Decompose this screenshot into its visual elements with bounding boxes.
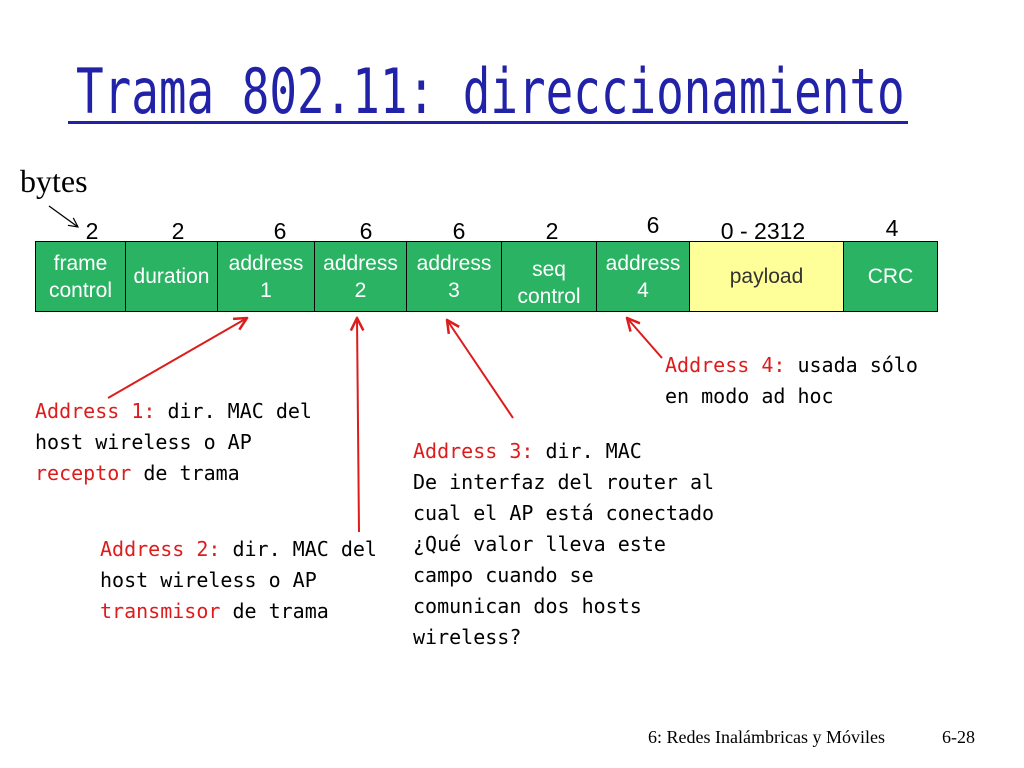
- field-size-address-1: 6: [273, 218, 287, 244]
- field-payload: payload: [689, 241, 844, 312]
- field-seq-control: seq control: [501, 241, 597, 312]
- field-size-address-3: 6: [452, 218, 466, 244]
- field-size-address-4: 6: [646, 212, 660, 238]
- arrow-address-4: [627, 318, 663, 359]
- note-line: campo cuando se: [413, 563, 594, 587]
- field-label-line: control: [517, 284, 581, 308]
- note-line: transmisor de trama: [100, 596, 377, 627]
- note-line: ¿Qué valor lleva este: [413, 532, 666, 556]
- field-size-frame-control: 2: [85, 218, 99, 244]
- field-size-seq-control: 2: [545, 218, 559, 244]
- field-label-line: control: [48, 278, 113, 302]
- note-line: Address 1: dir. MAC del: [35, 396, 312, 427]
- field-size-address-2: 6: [359, 218, 373, 244]
- note-line: en modo ad hoc: [665, 384, 834, 408]
- field-label-line: 3: [448, 278, 460, 302]
- field-label-line: seq: [532, 257, 566, 281]
- field-label-line: address: [323, 251, 398, 275]
- note-label: Address 4:: [665, 353, 786, 377]
- field-label-line: CRC: [867, 265, 914, 288]
- note-line: wireless?: [413, 625, 522, 649]
- arrow-address-2: [357, 318, 359, 533]
- field-label-line: address: [228, 251, 304, 275]
- note-line: receptor de trama: [35, 458, 312, 489]
- field-address-3: address 3: [406, 241, 502, 312]
- footer-chapter: 6: Redes Inalámbricas y Móviles: [648, 727, 885, 747]
- title-underline: [68, 121, 908, 124]
- note-line: Address 3: dir. MAC: [413, 436, 714, 467]
- field-label-line: frame: [53, 251, 108, 275]
- arrow-address-3: [447, 320, 514, 419]
- field-label-line: duration: [133, 265, 210, 288]
- note-emphasis: receptor: [35, 461, 132, 485]
- note-text: dir. MAC del: [220, 537, 377, 561]
- arrow-address-1: [107, 318, 247, 399]
- note-label: Address 2:: [100, 537, 221, 561]
- note-line: Address 4: usada sólo: [665, 350, 918, 381]
- note-address-3: Address 3: dir. MAC De interfaz del rout…: [413, 436, 714, 653]
- field-label-line: 2: [354, 278, 367, 302]
- field-duration: duration: [125, 241, 218, 312]
- slide-title: Trama 802.11: direccionamiento: [76, 55, 905, 128]
- note-label: Address 3:: [413, 439, 534, 463]
- field-size-crc: 4: [885, 215, 899, 241]
- field-address-4: address 4: [596, 241, 690, 312]
- note-line: De interfaz del router al: [413, 470, 715, 494]
- note-line: Address 2: dir. MAC del: [100, 534, 377, 565]
- field-size-duration: 2: [171, 218, 185, 244]
- note-text: dir. MAC: [533, 439, 642, 463]
- field-label-line: 1: [260, 278, 272, 302]
- field-size-payload: 0 - 2312: [720, 218, 806, 244]
- note-text: usada sólo: [785, 353, 918, 377]
- field-label-line: address: [416, 251, 492, 275]
- note-text: dir. MAC del: [155, 399, 312, 423]
- field-frame-control: frame control: [35, 241, 126, 312]
- field-address-1: address 1: [217, 241, 315, 312]
- note-line: host wireless o AP: [35, 430, 252, 454]
- note-text: de trama: [131, 461, 240, 485]
- field-address-2: address 2: [314, 241, 407, 312]
- bytes-label: bytes: [20, 163, 88, 199]
- note-text: de trama: [220, 599, 329, 623]
- field-crc: CRC: [843, 241, 938, 312]
- note-line: cual el AP está conectado: [413, 501, 715, 525]
- note-line: host wireless o AP: [100, 568, 317, 592]
- note-address-2: Address 2: dir. MAC del host wireless o …: [100, 534, 377, 627]
- field-label-line: address: [605, 251, 681, 275]
- note-address-1: Address 1: dir. MAC del host wireless o …: [35, 396, 312, 489]
- note-line: comunican dos hosts: [413, 594, 642, 618]
- footer-page-number: 6-28: [942, 727, 975, 747]
- note-emphasis: transmisor: [100, 599, 221, 623]
- note-address-4: Address 4: usada sólo en modo ad hoc: [665, 350, 918, 412]
- field-label-line: payload: [729, 265, 804, 288]
- note-label: Address 1:: [35, 399, 156, 423]
- field-label-line: 4: [637, 278, 649, 302]
